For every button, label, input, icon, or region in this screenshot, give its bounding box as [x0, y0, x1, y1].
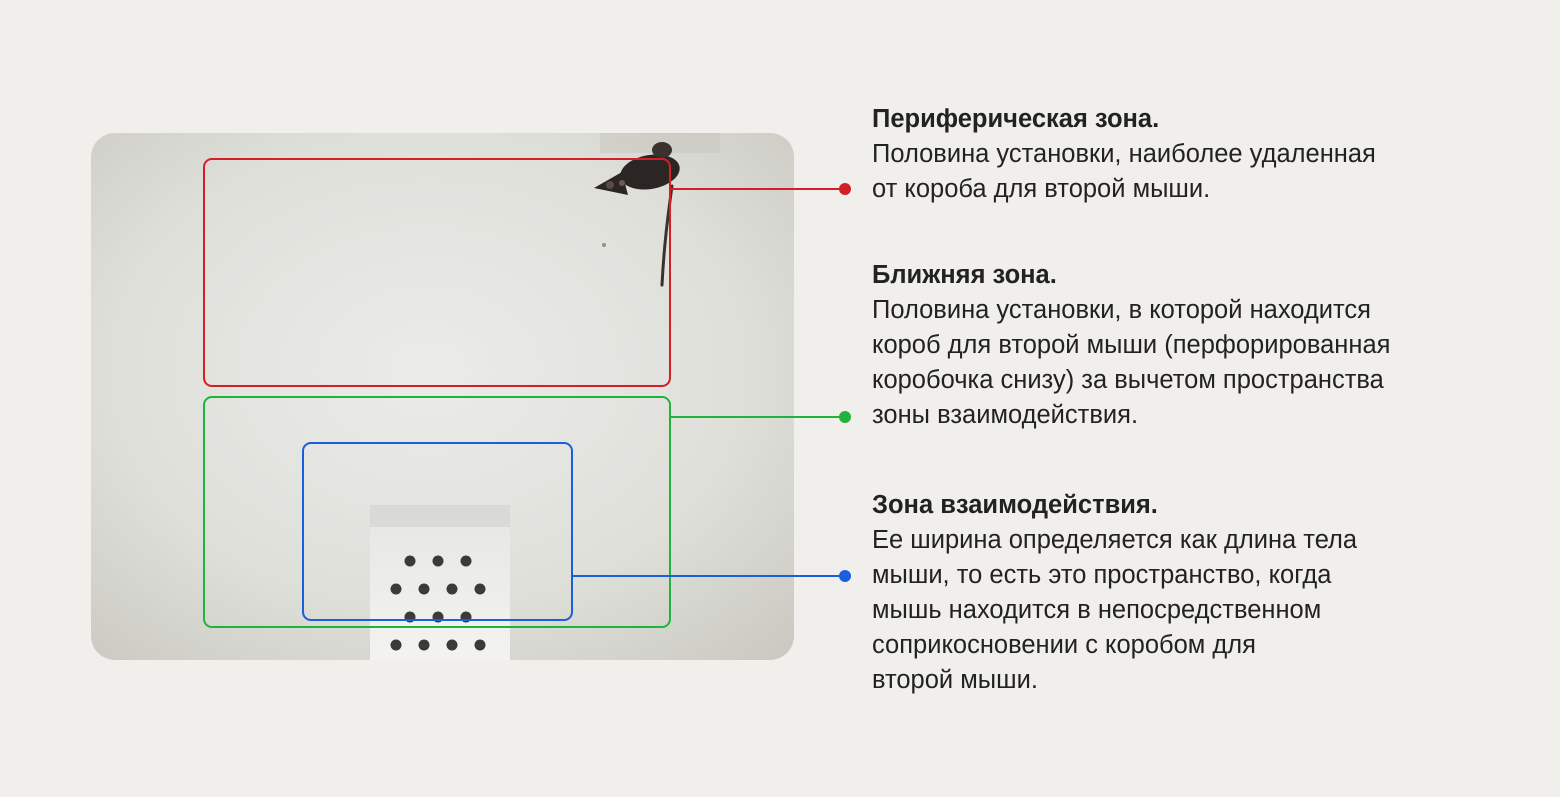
- peripheral-zone-title: Периферическая зона.: [872, 102, 1512, 137]
- near-zone-label: Ближняя зона. Половина установки, в кото…: [872, 258, 1512, 433]
- interaction-zone-marker: [839, 570, 851, 582]
- peripheral-zone-label: Периферическая зона. Половина установки,…: [872, 102, 1512, 207]
- interaction-zone-label: Зона взаимодействия. Ее ширина определяе…: [872, 488, 1512, 698]
- peripheral-zone-description: Половина установки, наиболее удаленная о…: [872, 137, 1512, 207]
- interaction-zone-title: Зона взаимодействия.: [872, 488, 1512, 523]
- interaction-zone-description: Ее ширина определяется как длина тела мы…: [872, 523, 1512, 698]
- perforated-box-icon: [370, 505, 510, 665]
- arena-photo: [91, 133, 794, 665]
- near-zone-description: Половина установки, в которой находится …: [872, 293, 1512, 433]
- near-zone-title: Ближняя зона.: [872, 258, 1512, 293]
- peripheral-zone-marker: [839, 183, 851, 195]
- near-zone-marker: [839, 411, 851, 423]
